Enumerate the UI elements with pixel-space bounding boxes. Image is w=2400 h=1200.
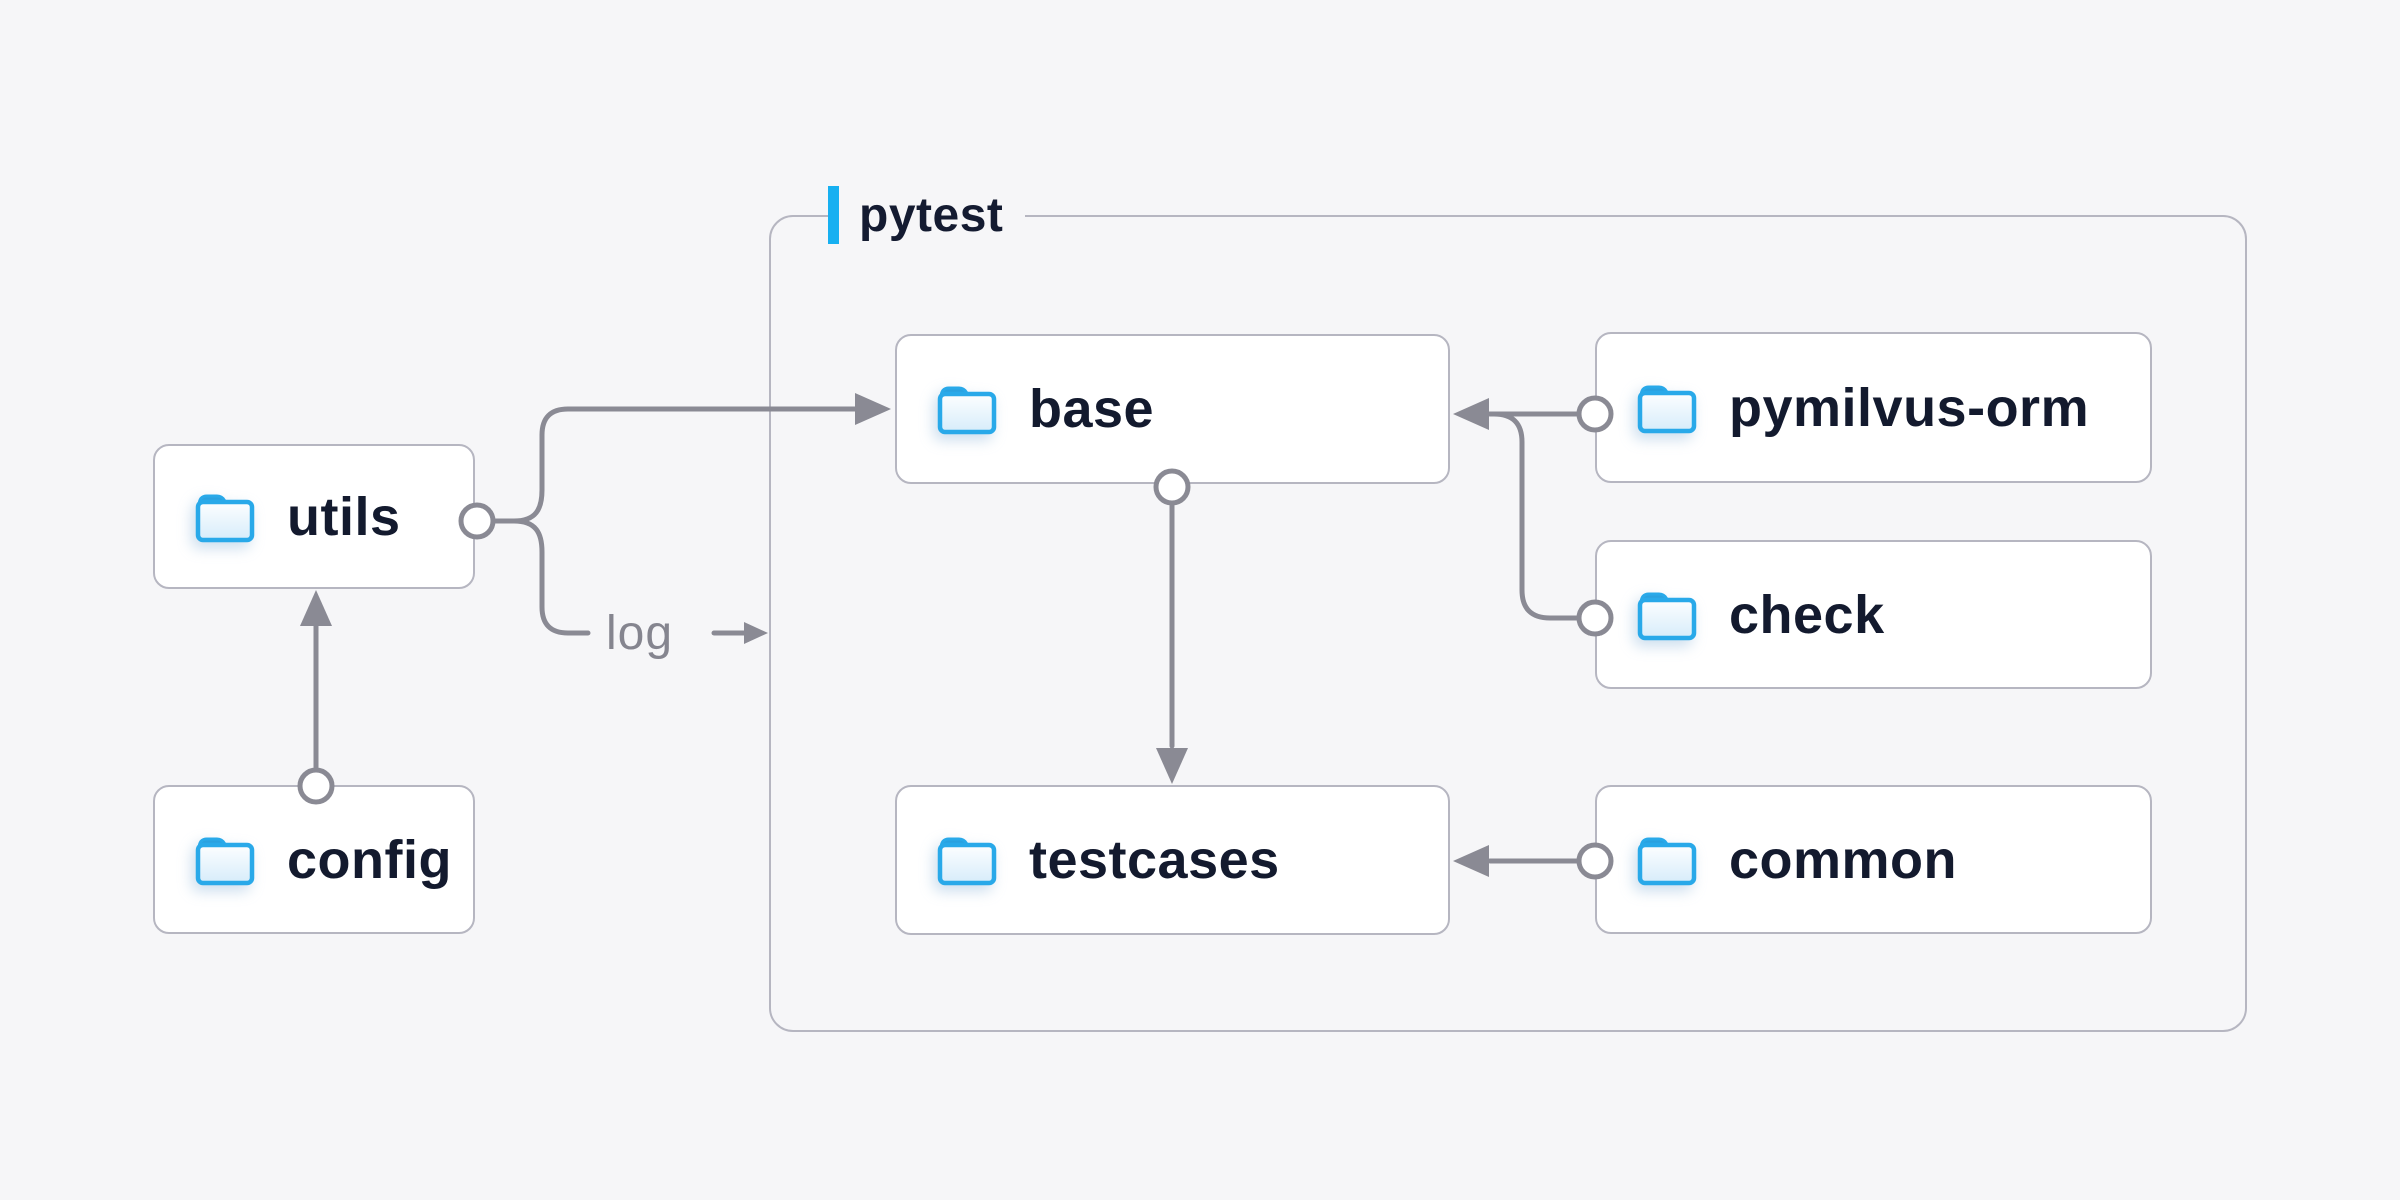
- node-base: base: [895, 334, 1450, 484]
- node-testcases: testcases: [895, 785, 1450, 935]
- node-label: testcases: [1029, 830, 1280, 890]
- edge-config-utils: [297, 590, 335, 805]
- pytest-group-label: pytest: [828, 186, 1026, 244]
- group-title: pytest: [859, 188, 1004, 242]
- node-config: config: [153, 785, 475, 934]
- node-label: pymilvus-orm: [1729, 377, 2090, 438]
- node-label: check: [1729, 584, 1885, 645]
- arrowhead-right-icon: [744, 622, 768, 644]
- folder-icon: [1635, 588, 1699, 642]
- pytest-group: pytest: [769, 186, 2247, 1032]
- node-utils: utils: [153, 444, 475, 589]
- folder-icon: [1635, 833, 1699, 887]
- folder-icon: [193, 490, 257, 544]
- folder-icon: [935, 833, 999, 887]
- log-edge-label: log: [606, 606, 674, 660]
- node-label: common: [1729, 829, 1958, 890]
- node-label: base: [1029, 379, 1155, 439]
- node-label: config: [287, 829, 452, 890]
- node-check: check: [1595, 540, 2152, 689]
- folder-icon: [1635, 381, 1699, 435]
- folder-icon: [935, 382, 999, 436]
- node-label: utils: [287, 486, 401, 547]
- node-common: common: [1595, 785, 2152, 934]
- arrowhead-up-icon: [300, 590, 332, 626]
- accent-bar-icon: [828, 186, 839, 244]
- folder-icon: [193, 833, 257, 887]
- node-pymilvus-orm: pymilvus-orm: [1595, 332, 2152, 483]
